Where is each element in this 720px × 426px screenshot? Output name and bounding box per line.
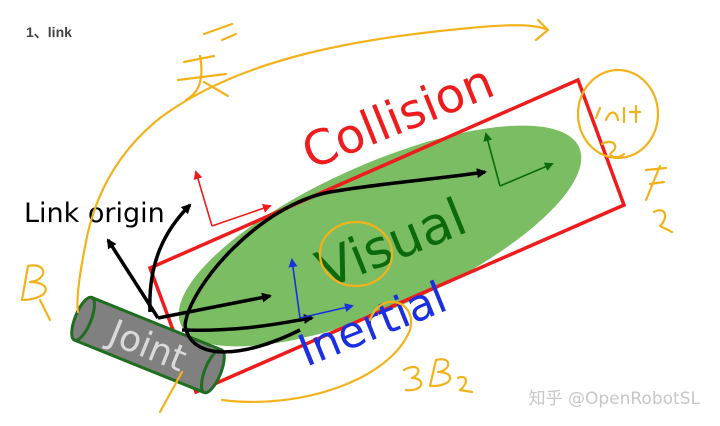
inertial-frame <box>288 258 354 319</box>
section-heading: 1、link <box>26 24 72 40</box>
visual-ellipse <box>178 125 582 347</box>
link-origin-frame <box>106 168 487 354</box>
collision-frame <box>193 170 272 227</box>
child-joint-frame <box>483 132 554 187</box>
handwritten-annotations <box>20 18 674 414</box>
watermark: 知乎 @OpenRobotSL <box>529 389 701 409</box>
